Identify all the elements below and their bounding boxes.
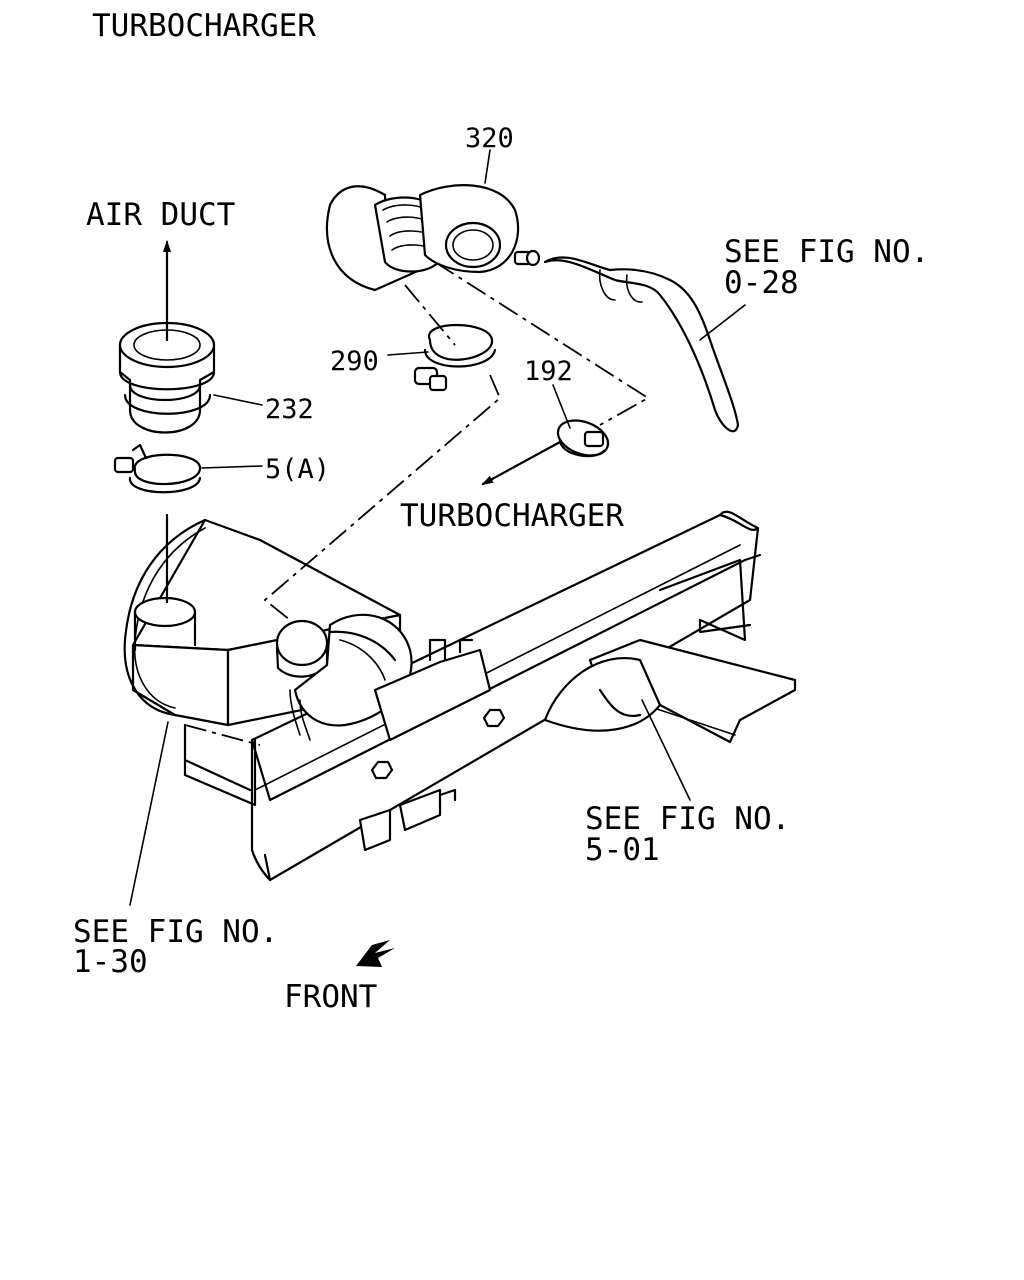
part-number-232: 232: [265, 394, 314, 425]
phantom-lines: [184, 261, 650, 746]
air-cleaner-housing: [123, 518, 492, 852]
frame-rail: [250, 510, 762, 882]
air-duct-label: AIR DUCT: [86, 197, 235, 233]
front-direction-arrow-icon: [356, 940, 395, 967]
clamp-192: [556, 419, 610, 458]
frame-bolts: [370, 708, 506, 780]
clamp-290: [413, 324, 497, 392]
leader-lines: [129, 149, 746, 906]
see-fig-5-01-line2: 5-01: [585, 832, 660, 868]
see-fig-5-01-line1: SEE FIG NO.: [585, 801, 790, 837]
part-number-192: 192: [524, 356, 573, 387]
see-fig-0-28-line2: 0-28: [724, 265, 799, 301]
see-fig-0-28-line1: SEE FIG NO.: [724, 234, 929, 270]
intake-hose-232: [118, 321, 216, 434]
front-label: FRONT: [284, 979, 377, 1015]
turbocharger-arrow-icon: [481, 440, 562, 486]
clamp-5a: [113, 443, 202, 494]
turbocharger-label: TURBOCHARGER: [400, 498, 624, 534]
page-title: TURBOCHARGER: [92, 8, 316, 44]
part-number-5a: 5(A): [265, 454, 330, 485]
breather-hose: [543, 256, 740, 433]
muffler-body: [543, 657, 662, 732]
turbo-hose-320: [325, 184, 541, 292]
see-fig-1-30-line2: 1-30: [73, 944, 148, 980]
part-number-290: 290: [330, 346, 379, 377]
part-number-320: 320: [465, 123, 514, 154]
see-fig-1-30-line1: SEE FIG NO.: [73, 914, 278, 950]
